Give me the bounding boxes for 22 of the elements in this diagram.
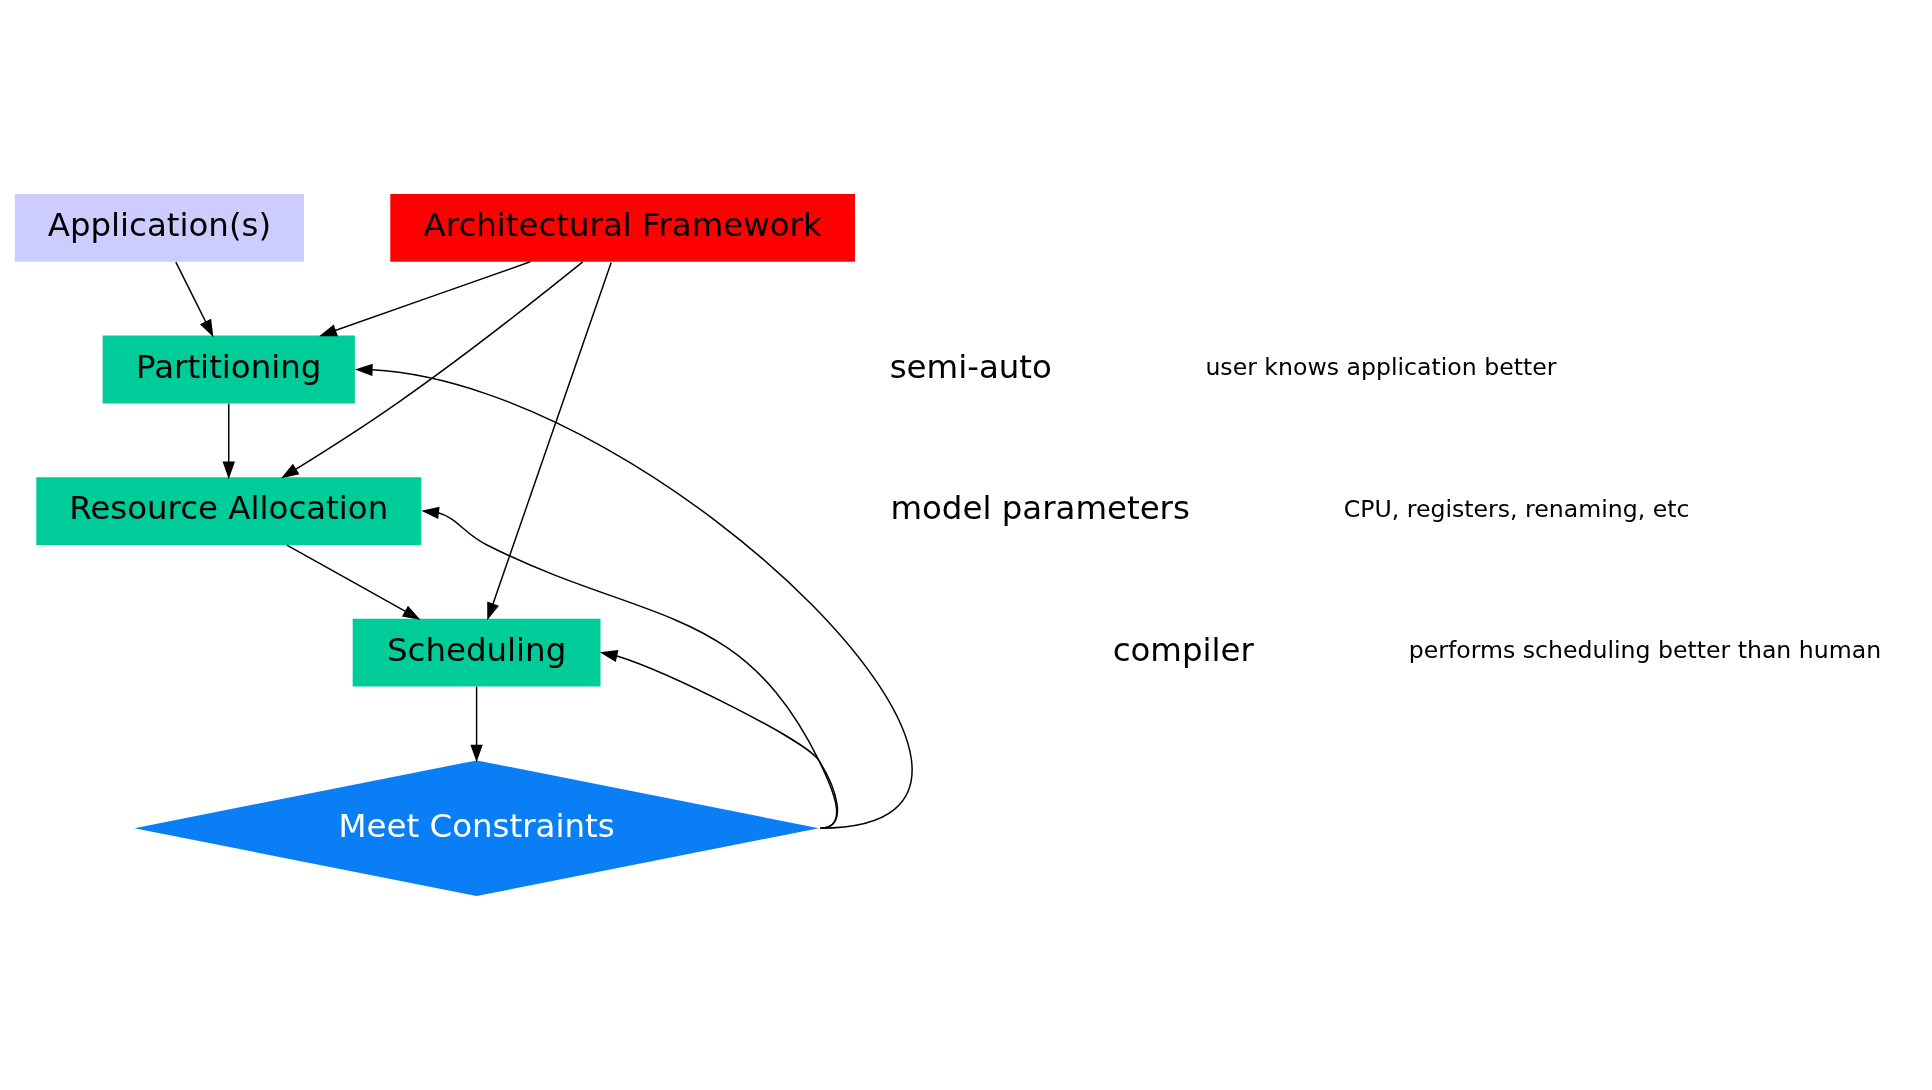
node-box: Application(s): [14, 193, 304, 262]
label: user knows application better: [1205, 353, 1557, 382]
node-diamond: Meet Constraints: [134, 760, 819, 897]
arrow: [281, 261, 584, 479]
arrow: [421, 506, 838, 829]
arrow: [222, 403, 235, 480]
arrow: [286, 544, 421, 620]
node-box: Architectural Framework: [390, 193, 855, 262]
node-box: Scheduling: [352, 618, 601, 687]
node-box: Resource Allocation: [36, 477, 422, 545]
node-box: Partitioning: [102, 335, 355, 404]
arrow: [599, 649, 839, 829]
label: model parameters: [890, 489, 1190, 528]
arrow: [175, 261, 214, 338]
label: performs scheduling better than human: [1408, 636, 1882, 665]
arrow: [487, 261, 612, 621]
label: CPU, registers, renaming, etc: [1343, 494, 1690, 523]
arrow: [470, 685, 483, 763]
label: compiler: [1112, 630, 1254, 669]
arrow: [354, 363, 912, 829]
arrow: [319, 261, 532, 337]
label: semi-auto: [889, 347, 1052, 386]
